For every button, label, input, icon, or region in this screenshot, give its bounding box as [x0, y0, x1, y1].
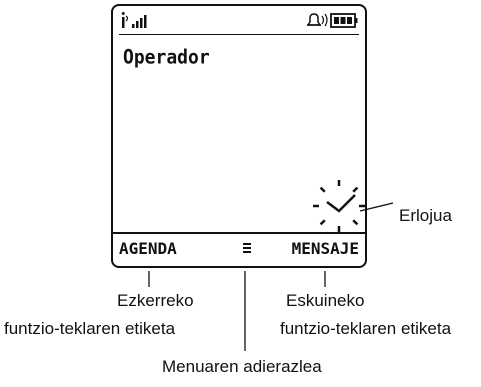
phone-screen: Operador AGENDA MENSAJE: [111, 4, 367, 268]
left-softkey-callout-line2: funtzio-teklaren etiketa: [4, 319, 176, 338]
left-softkey-label[interactable]: AGENDA: [119, 239, 177, 258]
battery-icon: [330, 13, 358, 28]
alert-volume-icon: [306, 13, 328, 27]
clock-callout-label: Erlojua: [399, 206, 452, 225]
signal-strength-icon: [121, 12, 147, 28]
right-softkey-callout-line1: Eskuineko: [286, 291, 365, 310]
status-bar: [119, 10, 359, 35]
right-softkey-label[interactable]: MENSAJE: [291, 239, 359, 258]
left-softkey-callout-line1: Ezkerreko: [117, 291, 194, 310]
softkey-bar: AGENDA MENSAJE: [113, 232, 365, 266]
right-softkey-callout-line2: funtzio-teklaren etiketa: [280, 319, 452, 338]
status-divider: [119, 34, 359, 35]
carrier-name: Operador: [123, 46, 210, 70]
clock-icon: [313, 180, 365, 232]
menu-callout-label: Menuaren adierazlea: [162, 357, 322, 376]
menu-indicator-icon: [243, 243, 251, 255]
